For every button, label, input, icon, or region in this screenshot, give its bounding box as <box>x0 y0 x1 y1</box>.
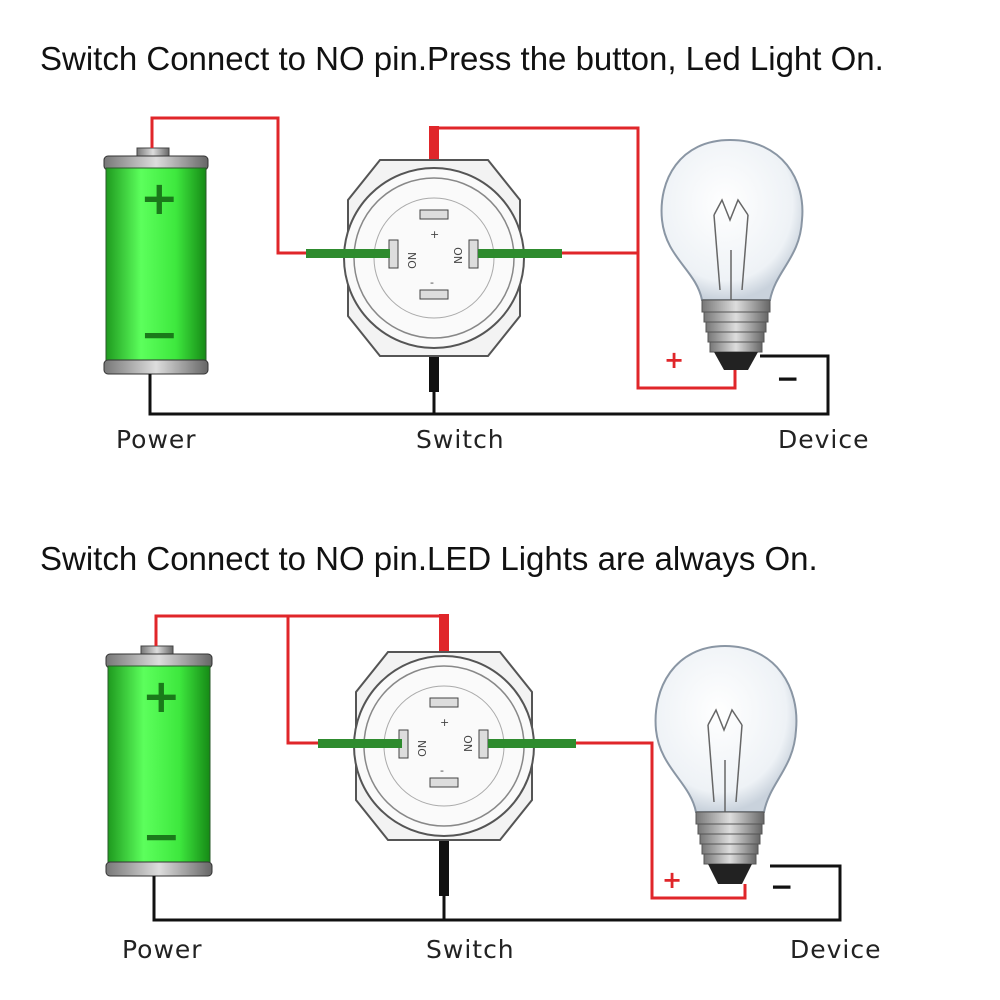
black-wire <box>152 864 842 922</box>
panel-title: Switch Connect to NO pin.LED Lights are … <box>40 540 818 577</box>
pin-plus-label: + <box>430 228 439 241</box>
light-bulb-icon <box>660 138 804 370</box>
battery-minus-sign: − <box>140 307 179 361</box>
switch-label: Switch <box>426 935 515 964</box>
device-label: Device <box>778 425 870 454</box>
power-label: Power <box>116 425 197 454</box>
switch-icon: + - NO NO <box>353 651 535 841</box>
battery-plus-sign: + <box>140 171 179 225</box>
green-lead-right <box>488 739 576 748</box>
green-lead-left <box>318 739 402 748</box>
pin-no-left-label: NO <box>405 252 418 269</box>
pin-no-left-label: NO <box>415 740 428 757</box>
panel-title: Switch Connect to NO pin.Press the butto… <box>40 40 884 77</box>
wiring-diagram: + − + - NO NO <box>105 614 882 964</box>
bulb-plus-sign: + <box>662 866 682 894</box>
green-lead-right <box>478 249 562 258</box>
diagram-panel-press-to-light: Switch Connect to NO pin.Press the butto… <box>40 40 884 454</box>
battery-icon: + − <box>105 645 213 877</box>
green-lead-left <box>306 249 390 258</box>
device-label: Device <box>790 935 882 964</box>
wiring-diagram: + − + - NO NO <box>103 116 870 454</box>
bulb-minus-sign: − <box>776 362 799 395</box>
light-bulb-icon <box>654 644 798 884</box>
bulb-plus-sign: + <box>664 346 684 374</box>
red-wire <box>154 614 747 900</box>
bulb-minus-sign: − <box>770 870 793 903</box>
pin-minus-label: - <box>440 764 444 777</box>
switch-icon: + - NO NO <box>343 159 525 357</box>
pin-minus-label: - <box>430 276 434 289</box>
power-label: Power <box>122 935 203 964</box>
battery-plus-sign: + <box>142 669 181 723</box>
diagram-panel-always-on: Switch Connect to NO pin.LED Lights are … <box>0 500 1000 1000</box>
switch-label: Switch <box>416 425 505 454</box>
pin-no-right-label: NO <box>452 247 465 264</box>
battery-icon: + − <box>103 147 209 375</box>
battery-minus-sign: − <box>142 809 181 863</box>
pin-plus-label: + <box>440 716 449 729</box>
pin-no-right-label: NO <box>462 735 475 752</box>
black-wire <box>148 354 830 416</box>
